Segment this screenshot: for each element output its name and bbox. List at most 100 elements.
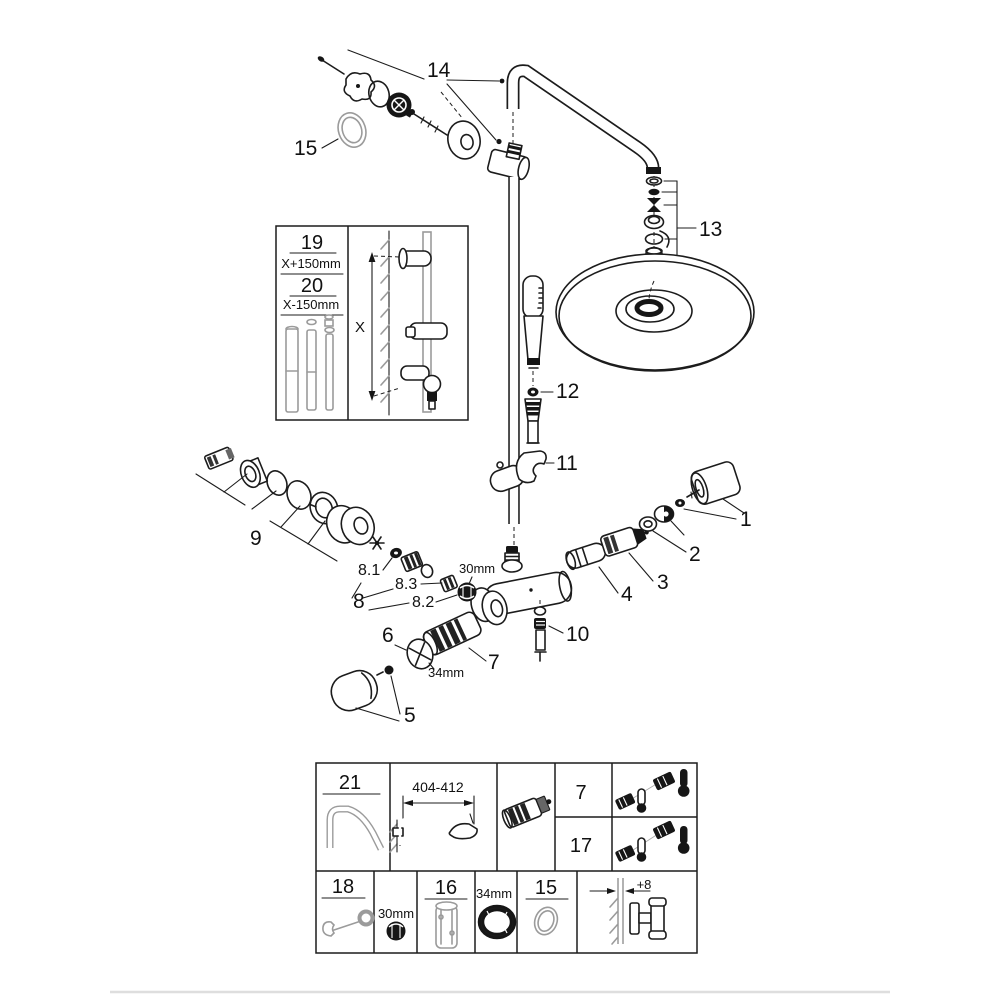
thermostat-body bbox=[470, 546, 573, 626]
rail-bracket-bottom bbox=[400, 365, 442, 410]
table-label-7: 7 bbox=[575, 782, 586, 804]
callout-9-bracket bbox=[195, 473, 338, 562]
thermo-icons-row17 bbox=[615, 820, 690, 862]
long-screw bbox=[409, 109, 448, 136]
wrench-icon bbox=[322, 909, 375, 937]
callout-4: 4 bbox=[621, 583, 633, 606]
table-label-17: 17 bbox=[570, 835, 592, 857]
part-4-tube: 4 bbox=[565, 542, 633, 606]
callout-10: 10 bbox=[566, 623, 589, 646]
cell-34mm: 34mm bbox=[476, 886, 517, 940]
part-8-group: 8.1 8.3 8.2 8 30mm bbox=[351, 547, 495, 613]
head-inlet bbox=[634, 299, 664, 317]
handle-screw bbox=[675, 489, 700, 507]
accessories-table: 21 404-412 bbox=[315, 762, 698, 954]
callout-8-3: 8.3 bbox=[395, 576, 417, 593]
part-12-washer: 12 bbox=[527, 380, 579, 403]
part-1-handle-cap: 1 bbox=[675, 461, 752, 531]
cell-coupling bbox=[501, 795, 552, 829]
dim-34mm-label: 34mm bbox=[428, 665, 464, 680]
part-15-ring: 15 bbox=[294, 112, 367, 160]
outlet-stem bbox=[501, 546, 523, 573]
o-ring-icon bbox=[533, 906, 559, 936]
table-dim-34mm: 34mm bbox=[476, 886, 512, 901]
inset-dim-20: X-150mm bbox=[283, 297, 339, 312]
callout-2: 2 bbox=[689, 543, 701, 566]
sleeve-icon bbox=[435, 901, 458, 949]
callout-8: 8 bbox=[353, 590, 365, 613]
callout-13: 13 bbox=[699, 218, 722, 241]
rail-slider bbox=[405, 322, 448, 340]
inset-wall-drawing: X bbox=[355, 230, 448, 416]
cell-7: 7 bbox=[575, 782, 586, 804]
thermometer-outline-icon bbox=[636, 837, 647, 862]
table-dim-30mm: 30mm bbox=[378, 906, 414, 921]
rail-bracket-top bbox=[398, 247, 432, 270]
nut-30mm bbox=[457, 582, 477, 602]
cell-16: 16 bbox=[424, 877, 468, 949]
inset-rail-length-box: 19 X+150mm 20 X-150mm bbox=[275, 225, 469, 421]
union-body bbox=[386, 92, 413, 118]
table-label-16: 16 bbox=[435, 877, 457, 899]
cell-21: 21 bbox=[322, 772, 385, 851]
inset-label-20: 20 bbox=[301, 275, 323, 297]
thermo-icons-row7 bbox=[615, 769, 690, 813]
thermometer-filled-icon bbox=[677, 826, 690, 854]
hand-shower bbox=[522, 275, 544, 386]
callout-3: 3 bbox=[657, 571, 669, 594]
inset-label-19: 19 bbox=[301, 232, 323, 254]
hose-connector bbox=[524, 398, 542, 444]
part-14-assembly: 14 bbox=[317, 49, 505, 160]
wall-union-icon bbox=[629, 897, 667, 940]
callout-8-1: 8.1 bbox=[358, 562, 380, 579]
cell-arm-dimension: 404-412 bbox=[389, 779, 478, 853]
cell-wall-depth: +8 bbox=[589, 877, 667, 945]
callout-11: 11 bbox=[556, 452, 578, 475]
callout-8-2: 8.2 bbox=[412, 594, 434, 611]
rail-tubes bbox=[285, 314, 335, 413]
thermometer-outline-icon bbox=[636, 788, 647, 813]
callout-6: 6 bbox=[382, 624, 394, 647]
table-label-21: 21 bbox=[339, 772, 361, 794]
callout-5: 5 bbox=[404, 704, 416, 727]
cell-18: 18 bbox=[321, 876, 375, 937]
part-10-assembly: 10 bbox=[533, 600, 589, 662]
callout-12: 12 bbox=[556, 380, 579, 403]
inset-dim-19: X+150mm bbox=[281, 256, 341, 271]
diverter-knob bbox=[505, 142, 523, 161]
wall-depth-dim: +8 bbox=[637, 877, 652, 892]
part-11-holder: 11 bbox=[489, 450, 578, 493]
part-9-assembly: 9 bbox=[195, 446, 385, 562]
cell-15: 15 bbox=[525, 877, 569, 936]
callout-15: 15 bbox=[294, 137, 317, 160]
table-label-15: 15 bbox=[535, 877, 557, 899]
cell-17: 17 bbox=[570, 835, 592, 857]
inset-axis-x: X bbox=[355, 319, 365, 336]
spout-icon bbox=[448, 822, 478, 840]
callout-14: 14 bbox=[427, 59, 451, 82]
part-3-cartridge: 3 bbox=[600, 526, 669, 594]
callout-9: 9 bbox=[250, 527, 262, 550]
wall-escutcheon-pair bbox=[470, 587, 508, 626]
dim-30mm-label: 30mm bbox=[459, 561, 495, 576]
arm-end-nut bbox=[646, 167, 661, 174]
callout-1: 1 bbox=[740, 508, 752, 531]
callout-7: 7 bbox=[488, 651, 500, 674]
part-6-ring: 6 34mm bbox=[382, 624, 464, 680]
x-dimension: X bbox=[355, 252, 401, 401]
arm-length-dim: 404-412 bbox=[412, 779, 464, 795]
shower-arm-pipe bbox=[506, 64, 661, 174]
ball-nut-icon bbox=[386, 921, 406, 941]
tiny-screw-star bbox=[369, 536, 385, 550]
part-5-cap: 5 bbox=[330, 665, 416, 727]
head-shower bbox=[555, 253, 755, 372]
wall-escutcheon bbox=[447, 120, 481, 160]
o-ring bbox=[367, 80, 391, 108]
pipe-pivot-diverter bbox=[486, 138, 531, 181]
thermometer-filled-icon bbox=[677, 769, 690, 797]
part-2-rings: 2 bbox=[638, 505, 701, 566]
ring-nut-icon bbox=[477, 904, 517, 940]
table-label-18: 18 bbox=[332, 876, 354, 898]
